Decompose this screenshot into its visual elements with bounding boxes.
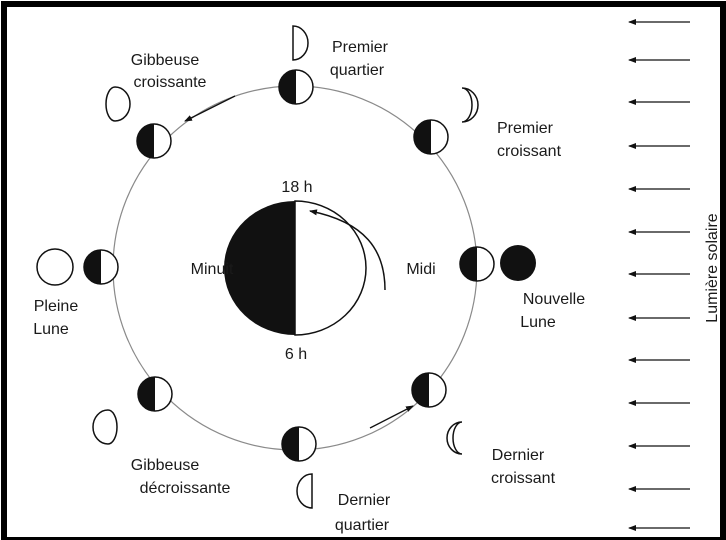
- moon-orbit-bottom-right: [411, 372, 447, 408]
- label-waning-gibbous-1: Gibbeuse: [131, 457, 200, 474]
- earth-label-6h: 6 h: [285, 346, 307, 363]
- moon-orbit-bottom-left: [137, 376, 173, 412]
- phase-waxing-gibbous-icon: [105, 86, 131, 122]
- label-last-quarter-1: Dernier: [338, 492, 391, 509]
- phase-last-quarter-icon: [296, 473, 313, 509]
- earth-night-side: [224, 201, 295, 335]
- earth: [224, 200, 386, 336]
- phase-full-moon-icon: [36, 248, 74, 286]
- sunlight-label: Lumière solaire: [704, 213, 721, 322]
- phase-first-quarter-icon: [292, 25, 309, 61]
- label-new-moon-2: Lune: [520, 314, 556, 331]
- earth-day-side: [294, 200, 367, 336]
- label-waxing-crescent-2: croissant: [497, 143, 562, 160]
- label-full-moon-2: Lune: [33, 321, 69, 338]
- moon-orbit-top-left: [136, 123, 172, 159]
- label-waning-gibbous-2: décroissante: [140, 480, 231, 497]
- phase-waning-crescent-icon: [446, 421, 463, 455]
- earth-label-18h: 18 h: [281, 179, 312, 196]
- label-waxing-gibbous-1: Gibbeuse: [131, 52, 200, 69]
- label-waning-crescent-2: croissant: [491, 470, 556, 487]
- label-first-quarter-1: Premier: [332, 39, 389, 56]
- moon-orbit-right: [459, 246, 495, 282]
- sunlight-arrows: [628, 19, 690, 531]
- label-waning-crescent-1: Dernier: [492, 447, 545, 464]
- label-first-quarter-2: quartier: [330, 62, 385, 79]
- label-new-moon-1: Nouvelle: [523, 291, 585, 308]
- moon-orbit-bottom: [281, 426, 317, 462]
- moon-orbit-top: [278, 69, 314, 105]
- earth-label-midi: Midi: [406, 261, 435, 278]
- phase-waxing-crescent-icon: [461, 87, 479, 123]
- orbit-arrow-lower: [369, 405, 414, 429]
- earth-label-minuit: Minuit: [191, 261, 234, 278]
- label-waxing-crescent-1: Premier: [497, 120, 554, 137]
- orbit-arrow-upper: [184, 95, 236, 122]
- label-full-moon-1: Pleine: [34, 298, 79, 315]
- moon-orbit-left: [83, 249, 119, 285]
- phase-waning-gibbous-icon: [92, 409, 118, 445]
- label-last-quarter-2: quartier: [335, 517, 390, 534]
- label-waxing-gibbous-2: croissante: [134, 74, 207, 91]
- moon-orbit-top-right: [413, 119, 449, 155]
- earth-rotation-arrow: [309, 209, 386, 291]
- phase-new-moon-icon: [500, 245, 536, 281]
